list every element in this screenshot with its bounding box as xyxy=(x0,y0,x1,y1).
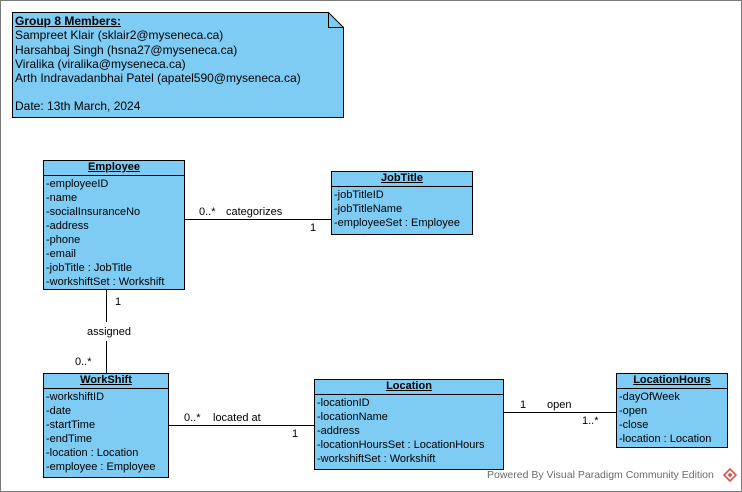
note-member: Viralika (viralika@myseneca.ca) xyxy=(15,56,186,71)
class-locationhours[interactable]: LocationHours -dayOfWeek -open -close -l… xyxy=(616,373,728,448)
assoc-label-open: open xyxy=(547,399,572,411)
class-employee[interactable]: Employee -employeeID -name -socialInsura… xyxy=(43,160,185,290)
class-attribute: -endTime xyxy=(46,433,93,445)
class-attribute: -locationName xyxy=(317,411,388,423)
class-attribute: -address xyxy=(317,425,360,437)
assoc-label-assigned: assigned xyxy=(87,326,132,338)
note-title: Group 8 Members: xyxy=(15,14,122,28)
class-attribute: -startTime xyxy=(46,419,96,431)
class-attribute: -locationID xyxy=(317,397,370,409)
visual-paradigm-logo-icon xyxy=(722,467,738,487)
assoc-label-located-at: located at xyxy=(213,412,261,424)
mult-assigned-target: 0..* xyxy=(75,356,92,368)
class-attribute: -employeeID xyxy=(46,178,109,190)
note-date: Date: 13th March, 2024 xyxy=(15,99,141,114)
class-name: JobTitle xyxy=(332,172,472,187)
class-attribute: -employeeSet : Employee xyxy=(334,217,460,229)
class-attribute: -jobTitleName xyxy=(334,203,403,215)
watermark-text: Powered By Visual Paradigm Community Edi… xyxy=(487,469,714,481)
mult-categorizes-target: 1 xyxy=(310,222,317,234)
class-attribute: -date xyxy=(46,405,72,417)
group-note[interactable]: Group 8 Members: Sampreet Klair (sklair2… xyxy=(12,12,344,118)
mult-open-target: 1..* xyxy=(582,415,599,427)
class-location[interactable]: Location -locationID -locationName -addr… xyxy=(314,379,504,470)
class-attribute: -close xyxy=(619,419,649,431)
mult-located-target: 1 xyxy=(292,428,299,440)
assoc-label-categorizes: categorizes xyxy=(226,206,283,218)
class-attribute: -open xyxy=(619,405,648,417)
class-attribute: -email xyxy=(46,248,76,260)
class-name: Employee xyxy=(44,161,184,176)
note-member: Arth Indravadanbhai Patel (apatel590@mys… xyxy=(15,71,301,86)
class-attribute: -locationHoursSet : LocationHours xyxy=(317,439,485,451)
mult-open-source: 1 xyxy=(520,399,527,411)
class-attribute: -location : Location xyxy=(46,447,139,459)
class-attribute: -location : Location xyxy=(619,433,712,445)
class-attribute: -address xyxy=(46,220,89,232)
class-attribute: -workshiftSet : Workshift xyxy=(46,276,165,288)
mult-categorizes-source: 0..* xyxy=(199,206,216,218)
note-member: Sampreet Klair (sklair2@myseneca.ca) xyxy=(15,28,224,43)
note-text: Group 8 Members: Sampreet Klair (sklair2… xyxy=(15,14,301,114)
class-attribute: -name xyxy=(46,192,78,204)
class-jobtitle[interactable]: JobTitle -jobTitleID -jobTitleName -empl… xyxy=(331,171,473,235)
note-member: Harsahbaj Singh (hsna27@myseneca.ca) xyxy=(15,42,238,57)
class-attribute: -phone xyxy=(46,234,81,246)
mult-located-source: 0..* xyxy=(184,412,201,424)
mult-assigned-source: 1 xyxy=(115,296,122,308)
class-attribute: -socialInsuranceNo xyxy=(46,206,141,218)
class-attribute: -dayOfWeek xyxy=(619,391,680,403)
class-name: LocationHours xyxy=(617,374,727,389)
class-name: WorkShift xyxy=(44,374,168,389)
class-attribute: -jobTitleID xyxy=(334,189,384,201)
class-attribute: -workshiftID xyxy=(46,391,105,403)
class-attribute: -employee : Employee xyxy=(46,461,156,473)
note-shape xyxy=(12,12,344,118)
class-attribute: -workshiftSet : Workshift xyxy=(317,453,436,465)
class-workshift[interactable]: WorkShift -workshiftID -date -startTime … xyxy=(43,373,169,478)
class-attribute: -jobTitle : JobTitle xyxy=(46,262,132,274)
class-name: Location xyxy=(315,380,503,395)
